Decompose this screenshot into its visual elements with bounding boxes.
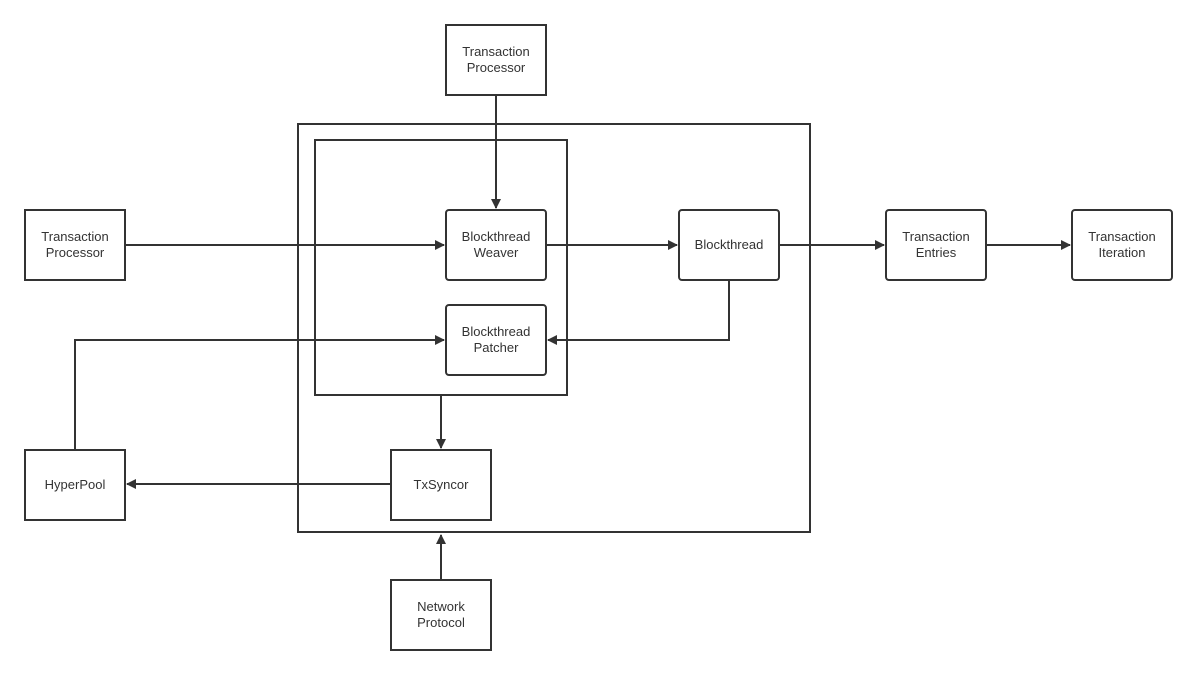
node-label: Transaction Processor (462, 44, 530, 75)
node-label: Blockthread (694, 237, 764, 252)
node-blockthread-weaver[interactable]: Blockthread Weaver (445, 209, 547, 281)
node-hyperpool[interactable]: HyperPool (24, 449, 126, 521)
inner-blockthread-group (314, 139, 568, 396)
node-label: Transaction Processor (41, 229, 109, 260)
outer-system-group (297, 123, 811, 533)
node-blockthread[interactable]: Blockthread (678, 209, 780, 281)
node-transaction-entries[interactable]: Transaction Entries (885, 209, 987, 281)
edge-blockthread-to-patcher (547, 281, 730, 345)
node-label: Blockthread Patcher (461, 324, 531, 355)
node-transaction-iteration[interactable]: Transaction Iteration (1071, 209, 1173, 281)
node-txsyncor[interactable]: TxSyncor (390, 449, 492, 521)
node-transaction-processor-top[interactable]: Transaction Processor (445, 24, 547, 96)
node-transaction-processor-left[interactable]: Transaction Processor (24, 209, 126, 281)
edge-hyperpool-to-patcher (74, 335, 445, 449)
node-label: Blockthread Weaver (461, 229, 531, 260)
node-label: Transaction Iteration (1088, 229, 1156, 260)
node-label: Transaction Entries (902, 229, 970, 260)
node-label: HyperPool (44, 477, 106, 492)
node-network-protocol[interactable]: Network Protocol (390, 579, 492, 651)
node-label: TxSyncor (413, 477, 469, 492)
node-label: Network Protocol (417, 599, 465, 630)
node-blockthread-patcher[interactable]: Blockthread Patcher (445, 304, 547, 376)
